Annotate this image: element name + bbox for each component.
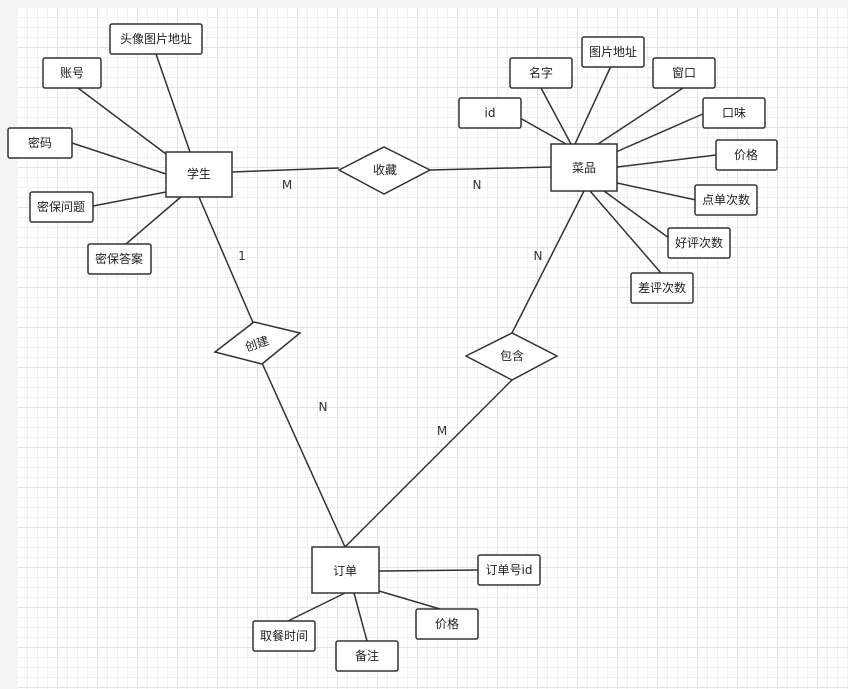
connector-favorite-dish xyxy=(429,166,552,171)
attribute-label: 密保答案 xyxy=(95,251,143,266)
attribute-order-pickup-time[interactable]: 取餐时间 xyxy=(252,620,316,652)
connector-student-password xyxy=(71,142,167,175)
attribute-dish-taste[interactable]: 口味 xyxy=(702,97,766,129)
attribute-label: 备注 xyxy=(355,648,379,663)
attribute-dish-window[interactable]: 窗口 xyxy=(652,57,716,89)
relationship-contain-label: 包含 xyxy=(500,348,524,363)
relationship-contain[interactable]: 包含 xyxy=(464,332,559,381)
attribute-label: 差评次数 xyxy=(638,280,686,295)
attribute-student-account[interactable]: 账号 xyxy=(42,57,102,89)
connector-dish-taste xyxy=(615,112,706,153)
connector-dish-good xyxy=(603,190,670,239)
entities: 学生 菜品 订单 xyxy=(165,143,618,594)
relationship-create[interactable]: 创建 xyxy=(213,321,302,365)
connector-student-question xyxy=(92,191,167,207)
attribute-label: 密码 xyxy=(28,135,52,150)
attribute-label: 密保问题 xyxy=(37,199,85,214)
connector-student-create xyxy=(198,196,255,326)
attribute-student-password[interactable]: 密码 xyxy=(7,127,73,159)
attribute-label: 窗口 xyxy=(672,66,696,80)
attribute-label: 名字 xyxy=(529,65,553,80)
connector-order-price xyxy=(378,590,441,610)
cardinality-create-student: 1 xyxy=(238,249,246,263)
relationship-favorite-label: 收藏 xyxy=(373,163,397,177)
attribute-label: 头像图片地址 xyxy=(120,32,192,46)
attribute-label: 价格 xyxy=(435,616,459,631)
entity-dish[interactable]: 菜品 xyxy=(550,143,618,192)
attribute-label: 订单号id xyxy=(486,563,533,577)
connector-dish-contain xyxy=(511,190,585,334)
entity-student-label: 学生 xyxy=(187,166,211,181)
attribute-order-note[interactable]: 备注 xyxy=(335,640,399,672)
attribute-label: 点单次数 xyxy=(702,192,750,207)
entity-order-label: 订单 xyxy=(333,564,357,578)
connector-dish-name xyxy=(540,87,572,145)
attribute-dish-order-count[interactable]: 点单次数 xyxy=(694,184,758,216)
attribute-order-id[interactable]: 订单号id xyxy=(477,554,541,586)
attribute-label: 图片地址 xyxy=(589,45,637,59)
relationships: 收藏 创建 包含 xyxy=(213,146,559,381)
relationship-favorite[interactable]: 收藏 xyxy=(337,146,432,195)
entity-dish-label: 菜品 xyxy=(572,161,596,175)
attribute-label: 账号 xyxy=(60,66,84,80)
cardinality-favorite-dish: N xyxy=(473,178,482,192)
attribute-dish-name[interactable]: 名字 xyxy=(509,57,573,89)
cardinality-contain-dish: N xyxy=(534,249,543,263)
connector-student-avatar xyxy=(155,53,191,153)
connector-create-order xyxy=(261,362,346,548)
connectors xyxy=(71,53,717,642)
connector-dish-price xyxy=(616,154,717,168)
connector-dish-image xyxy=(574,65,612,145)
connector-dish-window xyxy=(597,87,684,145)
attribute-label: 取餐时间 xyxy=(260,628,308,643)
cardinalities: M N 1 N N M xyxy=(238,178,542,438)
cardinality-contain-order: M xyxy=(437,424,447,438)
cardinality-favorite-student: M xyxy=(282,178,292,192)
connector-student-answer xyxy=(125,195,183,245)
connector-dish-bad xyxy=(589,190,662,274)
connector-order-time xyxy=(287,592,346,622)
attribute-dish-bad-review-count[interactable]: 差评次数 xyxy=(630,272,694,304)
connector-student-account xyxy=(77,87,167,155)
entity-order[interactable]: 订单 xyxy=(311,546,380,594)
attribute-label: 价格 xyxy=(734,147,758,162)
attribute-dish-good-review-count[interactable]: 好评次数 xyxy=(667,227,731,259)
attribute-order-price[interactable]: 价格 xyxy=(415,608,479,640)
attribute-student-security-question[interactable]: 密保问题 xyxy=(29,191,94,223)
cardinality-create-order: N xyxy=(319,400,328,414)
connector-dish-orders xyxy=(616,182,697,201)
attribute-student-avatar-url[interactable]: 头像图片地址 xyxy=(109,23,203,55)
attribute-dish-image-url[interactable]: 图片地址 xyxy=(581,36,645,68)
connector-student-favorite xyxy=(231,167,340,173)
attributes: 头像图片地址 账号 密码 密保问题 密保答案 图片地址 名字 窗口 xyxy=(7,23,778,672)
attribute-label: 好评次数 xyxy=(675,235,723,250)
attribute-student-security-answer[interactable]: 密保答案 xyxy=(87,243,152,275)
connector-dish-id xyxy=(519,117,567,145)
connector-contain-order xyxy=(344,379,513,548)
attribute-dish-id[interactable]: id xyxy=(458,97,522,129)
connector-order-note xyxy=(353,592,368,642)
entity-student[interactable]: 学生 xyxy=(165,151,233,198)
attribute-dish-price[interactable]: 价格 xyxy=(715,139,778,171)
connector-order-id xyxy=(378,569,479,572)
attribute-label: id xyxy=(485,106,496,120)
attribute-label: 口味 xyxy=(722,106,746,120)
